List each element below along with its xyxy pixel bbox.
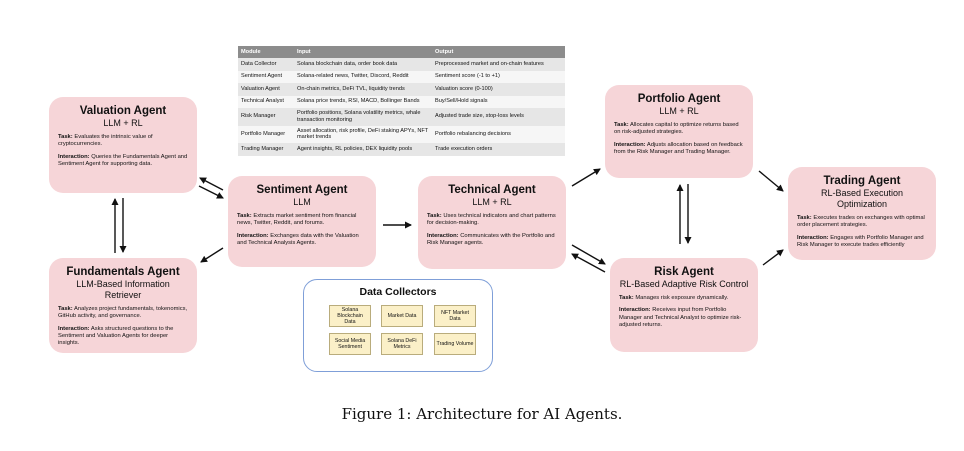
figure-caption: Figure 1: Architecture for AI Agents. <box>341 405 623 423</box>
table-cell: Solana blockchain data, order book data <box>294 58 432 71</box>
table-cell: Solana price trends, RSI, MACD, Bollinge… <box>294 95 432 108</box>
table-row: Portfolio Manager Asset allocation, risk… <box>238 125 565 144</box>
table-cell: Buy/Sell/Hold signals <box>432 95 565 108</box>
table-row: Data Collector Solana blockchain data, o… <box>238 58 565 71</box>
technical-agent-subtitle: LLM + RL <box>472 197 512 207</box>
arrow-portfolio-to-trading <box>758 170 784 192</box>
table-header: Output <box>432 46 565 58</box>
arrow-risk-to-technical <box>571 253 606 273</box>
table-cell: Valuation Agent <box>238 83 294 96</box>
data-collectors-box: Data Collectors Solana Blockchain Data M… <box>303 279 493 372</box>
data-source-item: Social Media Sentiment <box>329 333 371 355</box>
trading-agent-subtitle: RL-Based Execution Optimization <box>820 188 904 209</box>
module-table: Module Input Output Data Collector Solan… <box>238 46 565 156</box>
table-cell: Solana-related news, Twitter, Discord, R… <box>294 70 432 83</box>
sentiment-agent-title: Sentiment Agent <box>256 184 348 196</box>
sentiment-agent-interaction: Interaction: Exchanges data with the Val… <box>237 232 359 246</box>
data-collectors-title: Data Collectors <box>359 286 437 298</box>
table-cell: Adjusted trade size, stop-loss levels <box>432 108 565 126</box>
table-header-row: Module Input Output <box>238 46 565 58</box>
risk-agent-interaction: Interaction: Receives input from Portfol… <box>619 307 742 328</box>
risk-agent-subtitle: RL-Based Adaptive Risk Control <box>619 279 749 289</box>
risk-agent-box: Risk Agent RL-Based Adaptive Risk Contro… <box>610 258 758 352</box>
table-cell: Sentiment Agent <box>238 70 294 83</box>
table-cell: Agent insights, RL policies, DEX liquidi… <box>294 143 432 156</box>
table-row: Technical Analyst Solana price trends, R… <box>238 95 565 108</box>
table-cell: Portfolio Manager <box>238 125 294 144</box>
risk-agent-task: Task: Manages risk exposure dynamically. <box>619 295 729 301</box>
table-row: Risk Manager Portfolio positions, Solana… <box>238 108 565 126</box>
table-row: Trading Manager Agent insights, RL polic… <box>238 143 565 156</box>
trading-agent-interaction: Interaction: Engages with Portfolio Mana… <box>797 234 924 248</box>
table-cell: Risk Manager <box>238 108 294 126</box>
arrow-risk-to-trading <box>762 249 784 266</box>
trading-agent-task: Task: Executes trades on exchanges with … <box>797 215 925 229</box>
sentiment-agent-subtitle: LLM <box>293 197 311 207</box>
table-cell: Technical Analyst <box>238 95 294 108</box>
arrow-technical-to-risk <box>571 244 606 265</box>
table-cell: Portfolio positions, Solana volatility m… <box>294 108 432 126</box>
fundamentals-agent-box: Fundamentals Agent LLM-Based Information… <box>49 258 197 353</box>
technical-agent-task: Task: Uses technical indicators and char… <box>427 213 556 227</box>
valuation-agent-box: Valuation Agent LLM + RL Task: Evaluates… <box>49 97 197 193</box>
portfolio-agent-interaction: Interaction: Adjusts allocation based on… <box>614 141 743 155</box>
data-source-item: Market Data <box>381 305 423 327</box>
fundamentals-agent-title: Fundamentals Agent <box>66 266 180 278</box>
table-cell: On-chain metrics, DeFi TVL, liquidity tr… <box>294 83 432 96</box>
table-header: Module <box>238 46 294 58</box>
data-source-item: Solana DeFi Metrics <box>381 333 423 355</box>
valuation-agent-interaction: Interaction: Queries the Fundamentals Ag… <box>58 153 188 167</box>
table-header: Input <box>294 46 432 58</box>
table-row: Sentiment Agent Solana-related news, Twi… <box>238 70 565 83</box>
data-source-item: NFT Market Data <box>434 305 476 327</box>
table-cell: Preprocessed market and on-chain feature… <box>432 58 565 71</box>
arrow-valuation-to-sentiment <box>198 185 224 199</box>
table-row: Valuation Agent On-chain metrics, DeFi T… <box>238 83 565 96</box>
technical-agent-title: Technical Agent <box>448 184 536 196</box>
data-source-item: Trading Volume <box>434 333 476 355</box>
table-cell: Trade execution orders <box>432 143 565 156</box>
portfolio-agent-title: Portfolio Agent <box>637 93 721 105</box>
table-cell: Sentiment score (-1 to +1) <box>432 70 565 83</box>
risk-agent-title: Risk Agent <box>654 266 714 278</box>
sentiment-agent-box: Sentiment Agent LLM Task: Extracts marke… <box>228 176 376 267</box>
table-cell: Data Collector <box>238 58 294 71</box>
data-source-item: Solana Blockchain Data <box>329 305 371 327</box>
valuation-agent-subtitle: LLM + RL <box>103 118 143 128</box>
fundamentals-agent-subtitle: LLM-Based Information Retriever <box>76 279 170 300</box>
table-cell: Portfolio rebalancing decisions <box>432 125 565 144</box>
valuation-agent-title: Valuation Agent <box>79 105 167 117</box>
fundamentals-agent-task: Task: Analyzes project fundamentals, tok… <box>58 306 188 320</box>
table-cell: Trading Manager <box>238 143 294 156</box>
table-cell: Valuation score (0-100) <box>432 83 565 96</box>
technical-agent-interaction: Interaction: Communicates with the Portf… <box>427 232 555 246</box>
sentiment-agent-task: Task: Extracts market sentiment from fin… <box>237 213 357 227</box>
portfolio-agent-box: Portfolio Agent LLM + RL Task: Allocates… <box>605 85 753 178</box>
arrow-sentiment-to-valuation <box>199 177 224 191</box>
portfolio-agent-task: Task: Allocates capital to optimize retu… <box>614 122 739 136</box>
arrow-sentiment-to-fundamentals <box>200 247 224 263</box>
fundamentals-agent-interaction: Interaction: Asks structured questions t… <box>58 325 174 347</box>
portfolio-agent-subtitle: LLM + RL <box>659 106 699 116</box>
arrow-technical-to-portfolio <box>571 168 601 187</box>
technical-agent-box: Technical Agent LLM + RL Task: Uses tech… <box>418 176 566 269</box>
trading-agent-box: Trading Agent RL-Based Execution Optimiz… <box>788 167 936 260</box>
valuation-agent-task: Task: Evaluates the intrinsic value of c… <box>58 134 153 148</box>
table-cell: Asset allocation, risk profile, DeFi sta… <box>294 125 432 144</box>
trading-agent-title: Trading Agent <box>823 175 901 187</box>
